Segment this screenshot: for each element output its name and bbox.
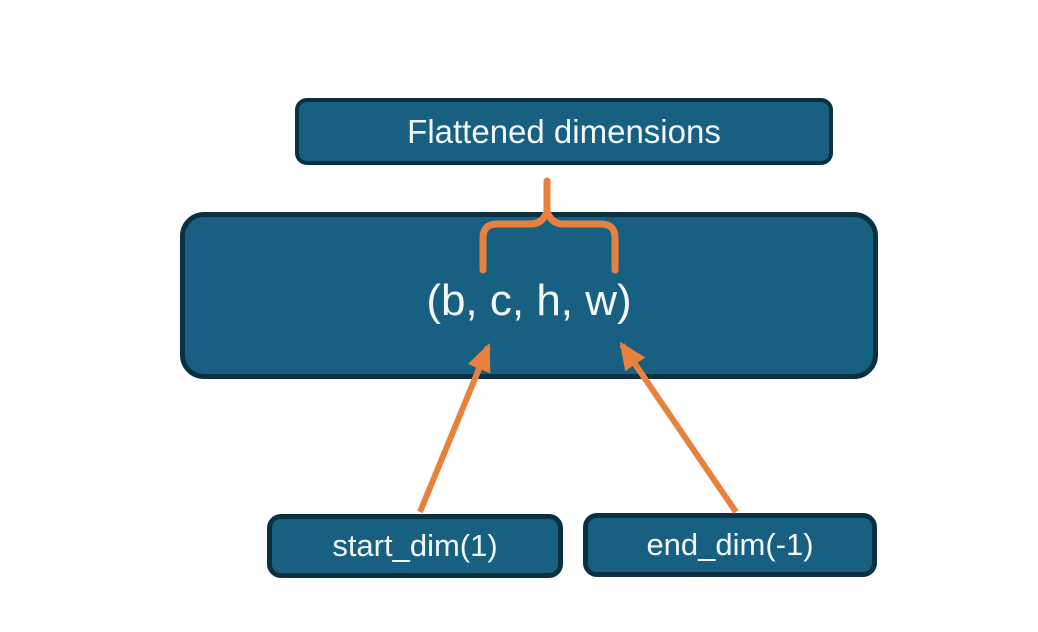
tensor-shape-box: (b, c, h, w) xyxy=(180,212,878,379)
start-dim-box: start_dim(1) xyxy=(267,514,563,578)
tensor-shape-label: (b, c, h, w) xyxy=(426,275,632,325)
flattened-dimensions-box: Flattened dimensions xyxy=(295,98,833,165)
flattened-dimensions-label: Flattened dimensions xyxy=(407,112,721,150)
end-dim-box: end_dim(-1) xyxy=(583,513,877,577)
end-dim-label: end_dim(-1) xyxy=(646,527,814,562)
start-dim-label: start_dim(1) xyxy=(332,528,498,563)
